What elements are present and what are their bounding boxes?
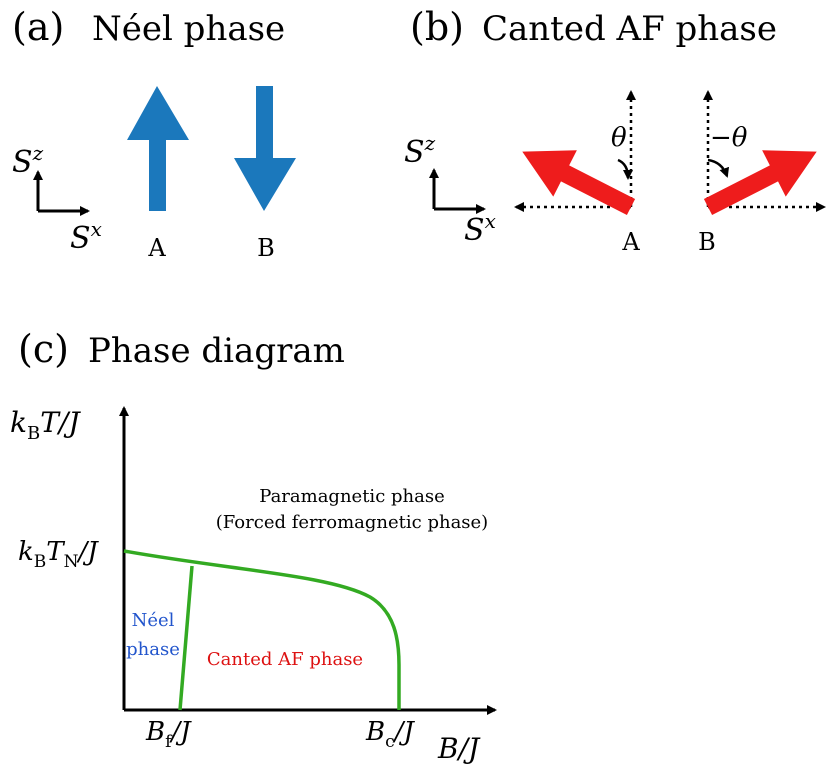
panel-a-label-a: A	[147, 234, 166, 262]
angle-theta-label: θ	[611, 123, 627, 153]
angle-minus-theta-label: −θ	[710, 123, 748, 153]
panel-b-axes-icon: Sz Sx	[404, 131, 496, 248]
panel-a-axes-icon: Sz Sx	[12, 141, 102, 256]
paramagnetic-label-line2: (Forced ferromagnetic phase)	[216, 512, 488, 533]
tn-label: kBTN/J	[18, 537, 99, 572]
panel-a: (a) Néel phase Sz Sx A B	[12, 5, 296, 262]
panel-b-tag: (b)	[410, 5, 464, 49]
spin-up-arrow-a	[127, 86, 189, 211]
panel-c-tag: (c)	[18, 327, 69, 371]
x-axis-label: B/J	[437, 732, 481, 765]
spin-flop-boundary-line	[178, 565, 194, 711]
angle-arc-a	[617, 158, 633, 180]
panel-a-sz-label: Sz	[12, 141, 44, 180]
canted-spin-arrow-a	[522, 150, 636, 216]
panel-b: (b) Canted AF phase Sz Sx θ −θ A B	[404, 5, 826, 256]
canted-spin-arrow-b	[703, 150, 817, 216]
y-axis-label: kBT/J	[10, 406, 81, 444]
panel-b-sz-label: Sz	[404, 131, 436, 170]
paramagnetic-label-line1: Paramagnetic phase	[259, 486, 444, 507]
panel-b-label-a: A	[621, 228, 640, 256]
panel-a-tag: (a)	[12, 5, 64, 49]
panel-b-label-b: B	[698, 228, 716, 256]
panel-b-title: Canted AF phase	[482, 9, 777, 49]
neel-phase-label-line2: phase	[126, 639, 180, 660]
bc-label: Bc/J	[365, 717, 415, 752]
panel-b-sx-label: Sx	[464, 209, 496, 248]
panel-a-label-b: B	[257, 234, 275, 262]
neel-phase-label-line1: Néel	[132, 610, 175, 631]
bf-label: Bf/J	[145, 717, 192, 752]
panel-a-title: Néel phase	[92, 9, 285, 49]
panel-a-sx-label: Sx	[70, 217, 102, 256]
neel-boundary-curve	[123, 549, 401, 710]
spin-down-arrow-b	[234, 86, 296, 211]
panel-c-title: Phase diagram	[88, 331, 345, 371]
canted-af-phase-label: Canted AF phase	[207, 649, 363, 670]
panel-c: (c) Phase diagram kBT/J B/J kBTN/J Bf/J …	[10, 327, 497, 765]
angle-arc-b	[707, 158, 730, 178]
